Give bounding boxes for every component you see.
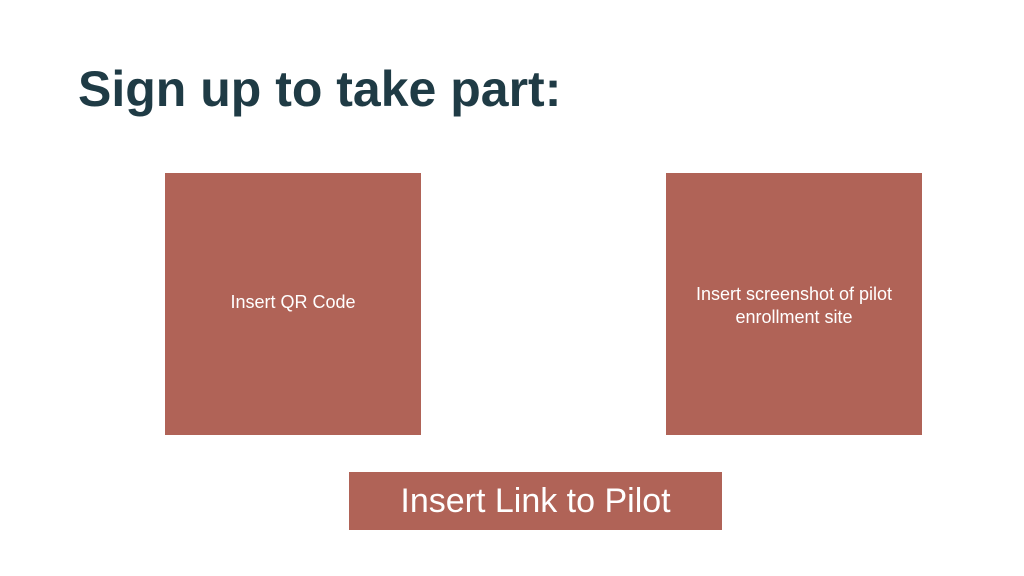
qr-code-placeholder: Insert QR Code <box>165 173 421 435</box>
pilot-link-label: Insert Link to Pilot <box>400 482 671 520</box>
enrollment-screenshot-placeholder: Insert screenshot of pilot enrollment si… <box>666 173 922 435</box>
enrollment-screenshot-placeholder-label: Insert screenshot of pilot enrollment si… <box>695 284 893 327</box>
slide-title: Sign up to take part: <box>78 61 562 117</box>
qr-code-placeholder-label: Insert QR Code <box>230 291 356 312</box>
pilot-link-button[interactable]: Insert Link to Pilot <box>349 472 722 530</box>
